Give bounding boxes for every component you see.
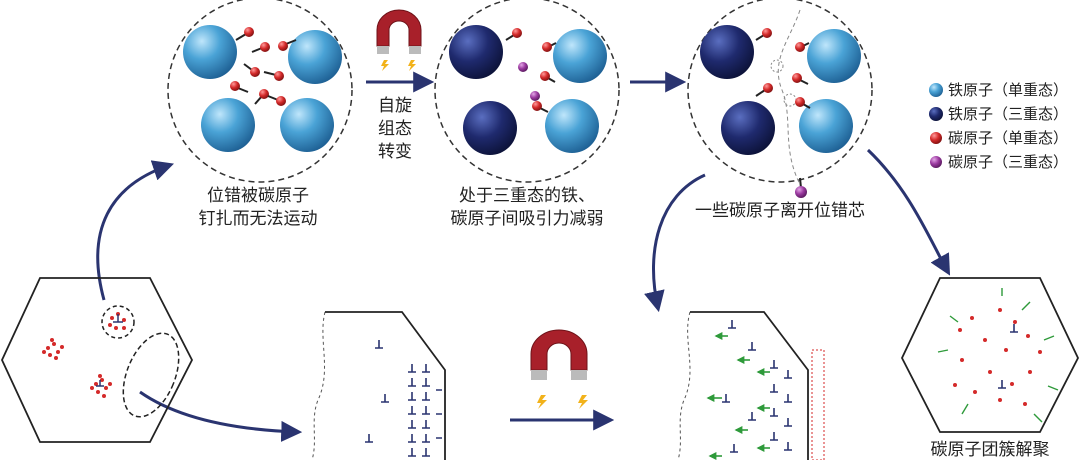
dislocation-symbol-icon: [96, 314, 123, 387]
grain-hexagon: [1, 277, 194, 443]
released-carbon-region: [811, 349, 825, 460]
iron-atom: [807, 29, 861, 83]
dislocation-symbols: [365, 340, 442, 457]
stage1-boundary: [167, 0, 353, 183]
caption-stage2-line2: 碳原子间吸引力减弱: [451, 209, 604, 229]
iron-atom: [553, 29, 607, 83]
dislocation-symbols: [722, 320, 792, 453]
cluster-highlight: [101, 305, 135, 339]
caption-stage1-line2: 钉扎而无法运动: [199, 209, 318, 229]
iron-atom: [201, 98, 255, 152]
caption-stage3: 一些碳原子离开位错芯: [695, 201, 865, 221]
arrow-grain-to-lattice: [139, 390, 303, 442]
iron-atom: [545, 99, 599, 153]
iron-atom: [463, 101, 517, 155]
caption-final: 碳原子团簇解聚: [931, 440, 1050, 460]
caption-spin-line2: 组态: [378, 119, 412, 139]
arrow-stage3-to-lattice: [644, 173, 706, 313]
iron-atom: [280, 98, 334, 152]
stage1-panel: [167, 0, 353, 183]
dislocation-symbol-icon: [998, 324, 1018, 389]
legend-swatch-iron-singlet: [929, 83, 943, 97]
iron-atom: [288, 30, 342, 84]
legend-label: 碳原子（三重态）: [948, 153, 1068, 171]
iron-atom: [183, 25, 237, 79]
legend-label: 铁原子（三重态）: [948, 105, 1068, 123]
legend-swatch-carbon-triplet: [930, 156, 942, 168]
dispersed-carbon: [953, 308, 1042, 406]
carbon-cluster: [42, 312, 126, 398]
legend-label: 碳原子（单重态）: [948, 129, 1068, 147]
lightning-icon: [381, 60, 416, 71]
arrow-grain-to-stage1: [96, 160, 174, 301]
legend: 铁原子（单重态） 铁原子（三重态） 碳原子（单重态） 碳原子（三重态）: [929, 81, 1068, 171]
dislocation-path: [777, 9, 804, 191]
carbon-atoms: [755, 28, 811, 198]
final-grain-hexagon: [900, 277, 1080, 433]
stage2-panel: [434, 0, 620, 183]
legend-swatch-carbon-singlet: [930, 132, 942, 144]
stage2-boundary: [434, 0, 620, 183]
legend-label: 铁原子（单重态）: [948, 81, 1068, 99]
grain-boundary-highlight: [122, 332, 180, 418]
caption-stage2-line1: 处于三重态的铁、: [459, 186, 595, 206]
iron-atom: [449, 25, 503, 79]
magnet-icon: [376, 9, 422, 54]
iron-atom: [799, 99, 853, 153]
iron-atom: [700, 25, 754, 79]
caption-stage1-line1: 位错被碳原子: [207, 186, 309, 206]
legend-swatch-iron-triplet: [929, 107, 943, 121]
carbon-atoms: [230, 27, 297, 106]
lattice-panel-released: [677, 311, 825, 460]
lattice-panel-pinned: [311, 311, 446, 460]
caption-spin-line3: 转变: [378, 142, 412, 162]
iron-atom: [721, 101, 775, 155]
stage3-panel: [687, 0, 873, 198]
lightning-icon: [537, 395, 588, 409]
caption-spin-line1: 自旋: [378, 96, 412, 116]
carbon-atoms: [505, 28, 557, 113]
magnet-icon: [530, 329, 588, 380]
arrow-stage3-to-final: [866, 148, 951, 276]
mobile-dislocation-arrows: [706, 332, 770, 460]
diffusion-arrows: [937, 288, 1059, 423]
stage3-boundary: [687, 0, 873, 183]
